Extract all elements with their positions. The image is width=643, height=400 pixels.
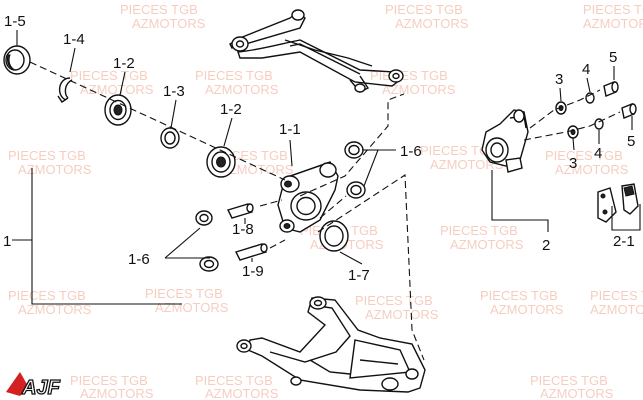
watermark: AZMOTORS (590, 302, 643, 317)
callout-1-9: 1-9 (242, 263, 264, 280)
watermark: PIECES TGB (420, 143, 498, 158)
callout-1-5: 1-5 (4, 13, 26, 30)
callout-1-1: 1-1 (279, 121, 301, 138)
watermark: AZMOTORS (490, 302, 564, 317)
watermark: AZMOTORS (382, 82, 456, 97)
callout-1-2: 1-2 (220, 101, 242, 118)
callout-1-6: 1-6 (400, 143, 422, 160)
watermark: PIECES TGB (545, 148, 623, 163)
brand-logo: AJF (6, 372, 61, 400)
watermark: AZMOTORS (18, 302, 92, 317)
watermark: AZMOTORS (205, 386, 279, 400)
watermark: PIECES TGB (145, 286, 223, 301)
watermark: AZMOTORS (450, 237, 524, 252)
watermark: AZMOTORS (80, 82, 154, 97)
watermark: PIECES TGB (385, 2, 463, 17)
callout-2: 2 (542, 237, 550, 254)
watermark: PIECES TGB (370, 68, 448, 83)
knuckle-hub (277, 161, 339, 233)
watermark: PIECES TGB (8, 288, 86, 303)
callout-5: 5 (627, 133, 635, 150)
callout-4: 4 (582, 61, 590, 78)
watermark: PIECES TGB (120, 2, 198, 17)
watermark: PIECES TGB (70, 68, 148, 83)
watermark: AZMOTORS (18, 162, 92, 177)
callout-1: 1 (3, 233, 11, 250)
callout-1-2: 1-2 (113, 55, 135, 72)
callout-1-8: 1-8 (232, 221, 254, 238)
callout-3: 3 (569, 155, 577, 172)
watermark: PIECES TGB (590, 288, 643, 303)
callout-1-6: 1-6 (128, 251, 150, 268)
leader-lines (12, 30, 641, 305)
watermark: PIECES TGB (8, 148, 86, 163)
assembly-axes (29, 61, 621, 361)
watermark: AZMOTORS (583, 16, 643, 31)
watermark: AZMOTORS (205, 82, 279, 97)
callout-2-1: 2-1 (613, 233, 635, 250)
brake-caliper (481, 109, 529, 173)
callout-3: 3 (555, 71, 563, 88)
watermark: PIECES TGB (355, 293, 433, 308)
lower-a-arm (236, 296, 426, 393)
logo-mark-icon (6, 372, 28, 396)
upper-a-arm (229, 9, 404, 93)
hub-small-parts (3, 45, 366, 272)
watermark: PIECES TGB (583, 2, 643, 17)
logo-text: AJF (21, 377, 61, 399)
watermark: AZMOTORS (80, 386, 154, 400)
watermark: AZMOTORS (555, 162, 629, 177)
callout-1-4: 1-4 (63, 31, 85, 48)
watermark: PIECES TGB (195, 68, 273, 83)
callout-5: 5 (609, 49, 617, 66)
watermark: PIECES TGB (480, 288, 558, 303)
callout-1-3: 1-3 (163, 83, 185, 100)
watermark: PIECES TGB (440, 223, 518, 238)
watermark-layer: PIECES TGB AZMOTORS PIECES TGB AZMOTORS … (8, 2, 643, 400)
watermark: PIECES TGB (530, 373, 608, 388)
callout-labels: 1-5 1-4 1-2 1-3 1-2 1-1 1-6 1 1-8 1-6 1-… (3, 13, 635, 284)
watermark: AZMOTORS (155, 300, 229, 315)
caliper-hardware (555, 81, 637, 139)
brake-pads (597, 183, 639, 223)
callout-1-7: 1-7 (348, 267, 370, 284)
watermark: AZMOTORS (132, 16, 206, 31)
watermark: AZMOTORS (430, 157, 504, 172)
watermark: PIECES TGB (195, 373, 273, 388)
watermark: PIECES TGB (70, 373, 148, 388)
watermark: AZMOTORS (540, 386, 614, 400)
watermark: AZMOTORS (395, 16, 469, 31)
callout-4: 4 (594, 145, 602, 162)
watermark: AZMOTORS (365, 307, 439, 322)
watermark: AZMOTORS (220, 162, 294, 177)
